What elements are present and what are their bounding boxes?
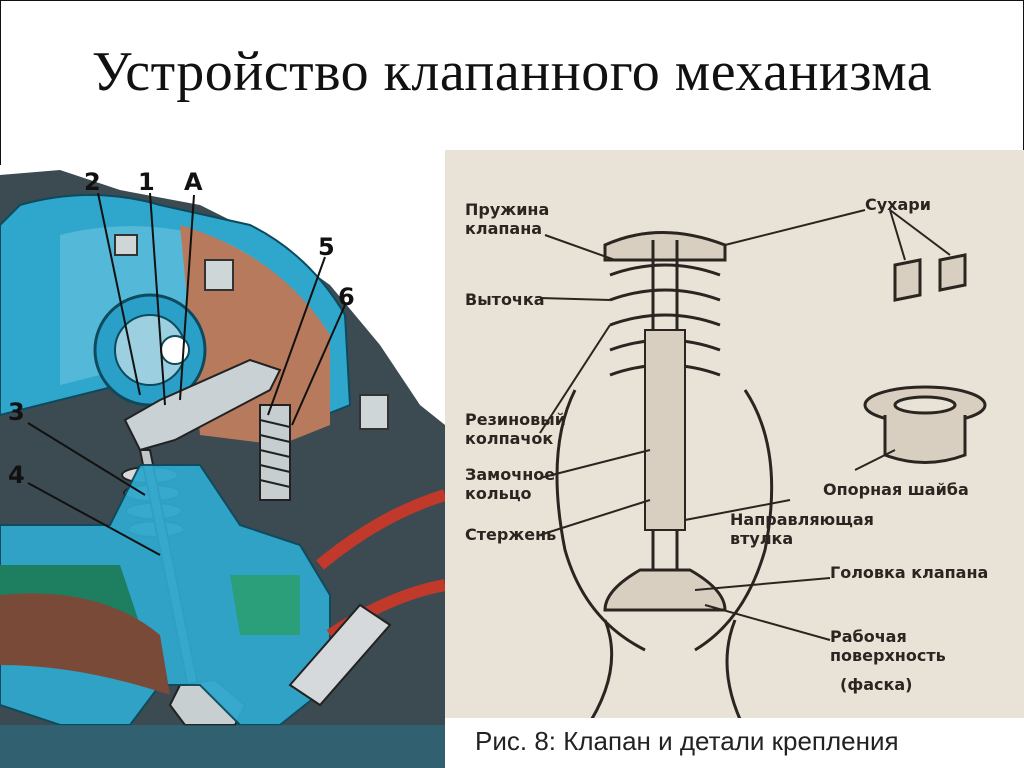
label-groove: Выточка [465, 290, 545, 309]
adjuster-spring [259, 404, 291, 501]
label-face-1: Рабочая [830, 627, 907, 646]
callout-1: 1 [138, 168, 155, 196]
label-face-2: поверхность [830, 646, 946, 665]
ignition-wire [316, 489, 445, 570]
keepers-icon [893, 253, 967, 302]
rocker-arm [123, 358, 282, 452]
label-lock-ring-2: кольцо [465, 484, 532, 503]
label-washer: Опорная шайба [823, 480, 969, 499]
label-face-3: (фаска) [840, 675, 912, 694]
intake-port [0, 593, 170, 695]
label-spring-1: Пружина [465, 200, 549, 219]
figure-caption-area: Рис. 8: Клапан и детали крепления [445, 718, 1024, 768]
label-keepers: Сухари [865, 195, 931, 214]
valve-parts-drawing: Пружина клапана Выточка Резиновый колпач… [445, 150, 1024, 768]
callout-a: A [184, 168, 203, 196]
callout-5: 5 [318, 233, 335, 261]
label-cap-2: колпачок [465, 429, 553, 448]
figure-caption: Рис. 8: Клапан и детали крепления [475, 726, 899, 756]
label-head: Головка клапана [830, 563, 988, 582]
callout-2: 2 [84, 168, 101, 196]
spark-plug [288, 603, 392, 707]
label-lock-ring-1: Замочное [465, 465, 555, 484]
label-cap-1: Резиновый [465, 410, 566, 429]
callout-3: 3 [8, 398, 25, 426]
engine-cutaway-illustration: 2 1 A 5 6 3 4 [0, 165, 445, 768]
valve-assembly [555, 231, 774, 731]
callout-4: 4 [8, 461, 25, 489]
slide-title: Устройство клапанного механизма [91, 41, 933, 103]
label-guide-1: Направляющая [730, 510, 874, 529]
callout-6: 6 [338, 283, 355, 311]
support-washer-icon [863, 385, 987, 464]
label-stem: Стержень [465, 525, 556, 544]
label-guide-2: втулка [730, 529, 793, 548]
label-spring-2: клапана [465, 219, 542, 238]
